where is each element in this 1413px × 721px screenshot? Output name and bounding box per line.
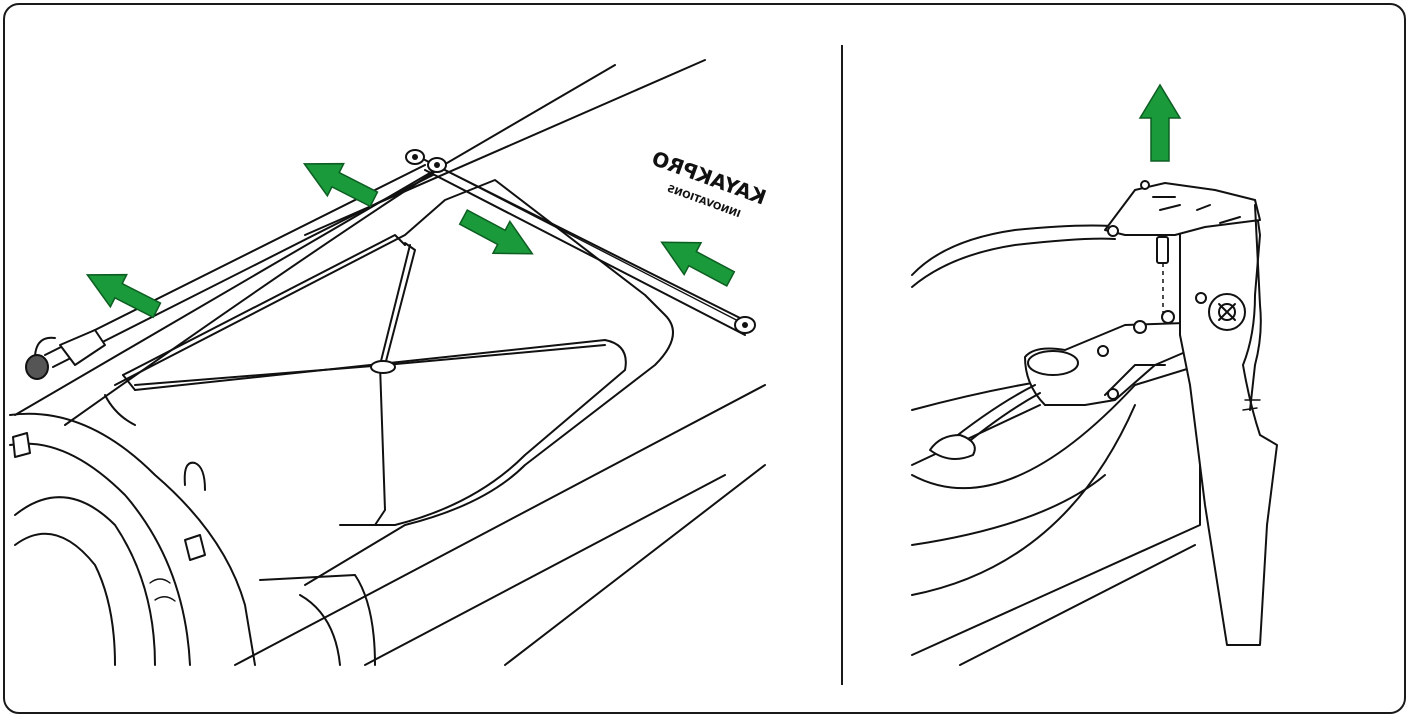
- arrow-left-right-side: [660, 241, 736, 287]
- arrow-up: [1138, 83, 1182, 162]
- panel-divider: [841, 45, 843, 685]
- arrow-left-up: [302, 162, 379, 208]
- brand-logo: KAYAKPRO INNOVATIONS: [649, 146, 770, 220]
- bungee-knob: [25, 354, 49, 380]
- figure-frame: KAYAKPRO INNOVATIONS: [3, 3, 1406, 714]
- arrow-right: [458, 209, 534, 255]
- arrow-left-down: [85, 273, 162, 319]
- left-panel-illustration: KAYAKPRO INNOVATIONS: [9, 59, 770, 666]
